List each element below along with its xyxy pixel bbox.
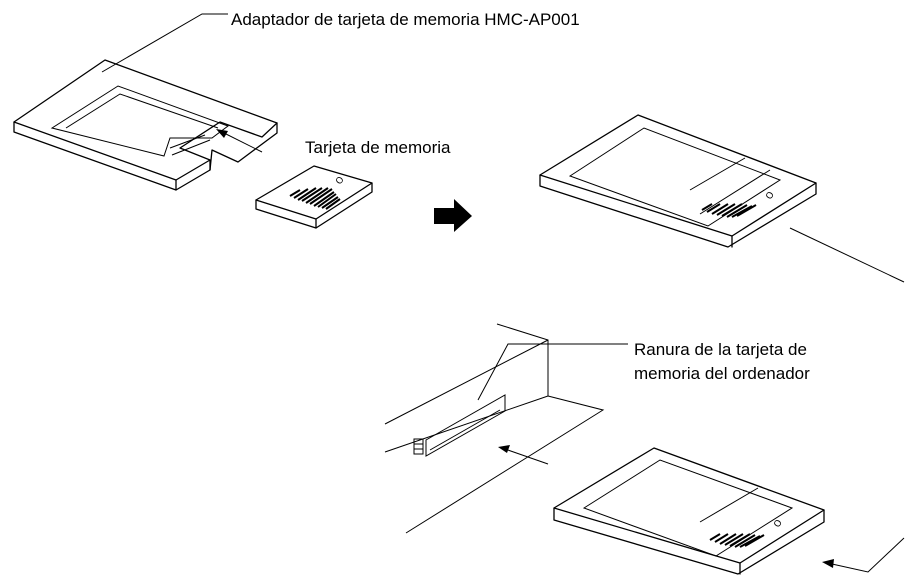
bottom-insert-arrow <box>822 537 905 573</box>
computer-card-slot <box>384 323 605 534</box>
memory-card-adapter <box>13 59 278 191</box>
omron-logo-icon: O <box>334 175 346 187</box>
memory-card: O <box>255 165 373 229</box>
card-insert-arrow <box>216 129 263 153</box>
adapter-label: Adaptador de tarjeta de memoria HMC-AP00… <box>231 10 580 29</box>
slot-leader-line <box>477 343 628 401</box>
card-in-adapter-bottom: O <box>553 447 825 575</box>
slot-insert-arrow <box>498 445 549 465</box>
adapter-leader-line <box>101 13 228 73</box>
card-in-adapter: O <box>539 114 817 248</box>
flow-line <box>789 227 905 283</box>
slot-label-line-1: Ranura de la tarjeta de <box>634 340 807 359</box>
slot-label-line-2: memoria del ordenador <box>634 364 810 383</box>
svg-text:O: O <box>765 190 777 201</box>
svg-text:O: O <box>773 518 785 529</box>
right-arrow-icon <box>434 199 472 232</box>
memory-card-label: Tarjeta de memoria <box>305 138 451 157</box>
